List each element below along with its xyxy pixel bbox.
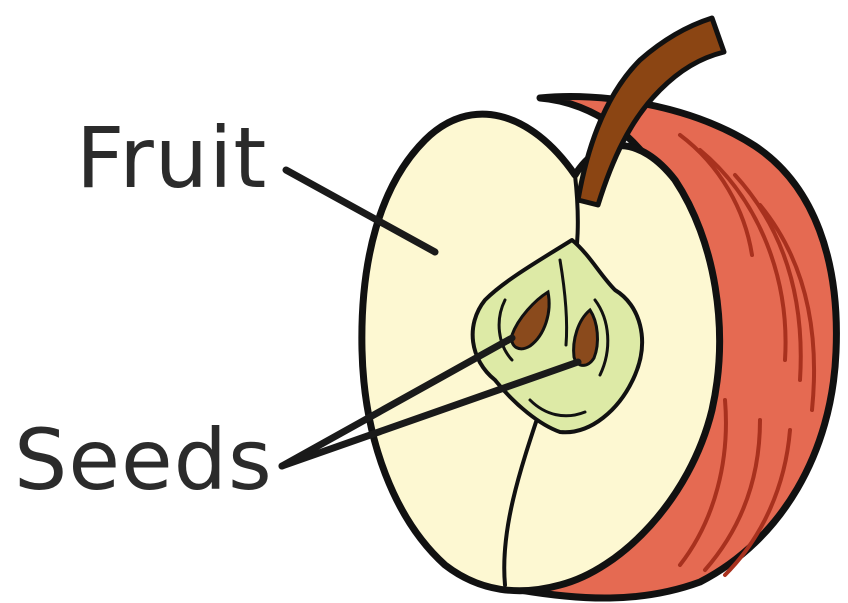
fruit-label: Fruit — [76, 116, 267, 200]
seeds-label: Seeds — [14, 418, 273, 502]
